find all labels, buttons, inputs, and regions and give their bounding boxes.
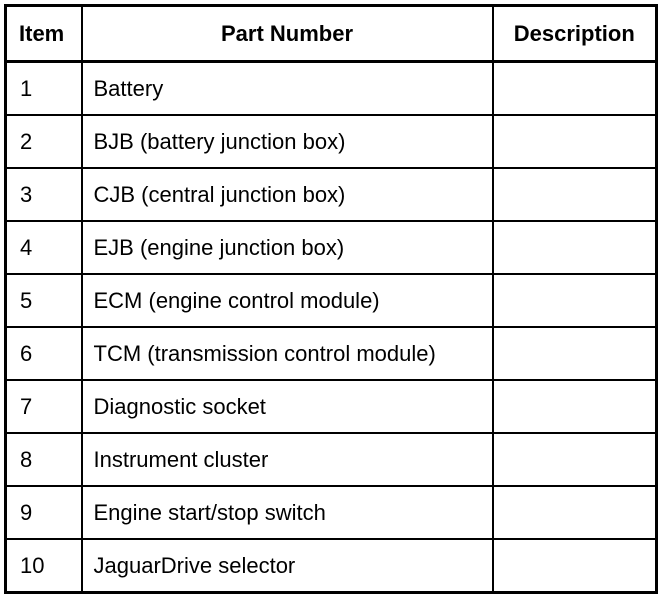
table-header: Item Part Number Description xyxy=(4,4,658,63)
description-cell xyxy=(491,220,658,275)
item-cell: 5 xyxy=(4,273,83,328)
part-number-cell: Instrument cluster xyxy=(80,432,494,487)
table-row: 1 Battery xyxy=(4,60,658,116)
part-number-cell: BJB (battery junction box) xyxy=(80,114,494,169)
item-cell: 10 xyxy=(4,538,83,594)
table-row: 8 Instrument cluster xyxy=(4,432,658,487)
table-row: 5 ECM (engine control module) xyxy=(4,273,658,328)
part-number-cell: ECM (engine control module) xyxy=(80,273,494,328)
table-row: 4 EJB (engine junction box) xyxy=(4,220,658,275)
item-cell: 4 xyxy=(4,220,83,275)
description-cell xyxy=(491,432,658,487)
part-number-cell: CJB (central junction box) xyxy=(80,167,494,222)
part-number-cell: JaguarDrive selector xyxy=(80,538,494,594)
header-row: Item Part Number Description xyxy=(4,4,658,63)
description-cell xyxy=(491,273,658,328)
item-cell: 6 xyxy=(4,326,83,381)
table-row: 9 Engine start/stop switch xyxy=(4,485,658,540)
item-cell: 1 xyxy=(4,60,83,116)
part-number-cell: Engine start/stop switch xyxy=(80,485,494,540)
item-cell: 2 xyxy=(4,114,83,169)
part-number-cell: Diagnostic socket xyxy=(80,379,494,434)
part-number-cell: EJB (engine junction box) xyxy=(80,220,494,275)
table-row: 3 CJB (central junction box) xyxy=(4,167,658,222)
item-cell: 8 xyxy=(4,432,83,487)
table-row: 2 BJB (battery junction box) xyxy=(4,114,658,169)
table-row: 6 TCM (transmission control module) xyxy=(4,326,658,381)
header-part-number: Part Number xyxy=(80,4,494,63)
description-cell xyxy=(491,379,658,434)
description-cell xyxy=(491,538,658,594)
item-cell: 7 xyxy=(4,379,83,434)
item-cell: 9 xyxy=(4,485,83,540)
description-cell xyxy=(491,114,658,169)
parts-table: Item Part Number Description 1 Battery 2… xyxy=(4,4,658,594)
part-number-cell: TCM (transmission control module) xyxy=(80,326,494,381)
description-cell xyxy=(491,485,658,540)
header-item: Item xyxy=(4,4,83,63)
table-body: 1 Battery 2 BJB (battery junction box) 3… xyxy=(4,60,658,594)
part-number-cell: Battery xyxy=(80,60,494,116)
header-description: Description xyxy=(491,4,658,63)
table-row: 7 Diagnostic socket xyxy=(4,379,658,434)
item-cell: 3 xyxy=(4,167,83,222)
description-cell xyxy=(491,167,658,222)
table-row: 10 JaguarDrive selector xyxy=(4,538,658,594)
description-cell xyxy=(491,326,658,381)
description-cell xyxy=(491,60,658,116)
